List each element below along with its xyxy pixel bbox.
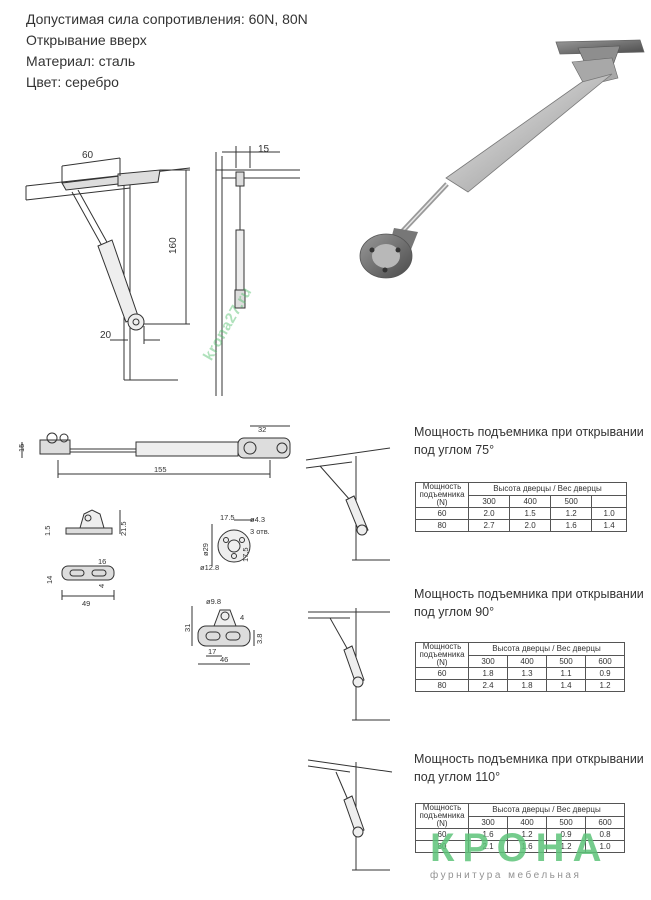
dim-clip-d: ø9.8 — [206, 597, 221, 606]
table-row: 60 2.0 1.5 1.2 1.0 — [415, 507, 627, 520]
table-col: 500 — [550, 494, 593, 508]
table-header-power: Мощность подъемника (N) — [415, 803, 469, 829]
bar-drawing — [21, 425, 291, 478]
table-col: 300 — [467, 494, 511, 508]
logo-tagline: фурнитура мебельная — [430, 870, 582, 881]
logo-word: КРОНА — [430, 826, 610, 870]
angle-diagram-90 — [308, 608, 390, 721]
dim-bracket-h1: 1.5 — [43, 526, 52, 536]
table-col: 600 — [585, 654, 625, 668]
power-table-75: Мощность подъемника (N) Высота дверцы / … — [415, 482, 627, 532]
table-header-door: Высота дверцы / Вес дверцы — [468, 642, 625, 656]
table-col: 500 — [546, 654, 586, 668]
table-col: 400 — [507, 654, 547, 668]
spec-resistance: Допустимая сила сопротивления: 60N, 80N — [26, 11, 308, 27]
table-header-door: Высота дверцы / Вес дверцы — [468, 482, 627, 496]
table-col — [591, 494, 627, 508]
section-title-75: Мощность подъемника при открывании под у… — [414, 425, 644, 457]
disc-mount-drawing — [211, 519, 254, 566]
spec-color: Цвет: серебро — [26, 74, 119, 90]
dim-bar-length: 155 — [154, 465, 167, 474]
dimension-labels: 60 160 20 15 — [82, 144, 270, 341]
dim-disc-175: 17.5 — [241, 547, 250, 562]
section-title-110: Мощность подъемника при открывании под у… — [414, 752, 644, 784]
table-row: 80 2.4 1.8 1.4 1.2 — [415, 679, 625, 692]
krona-logo: КРОНА фурнитура мебельная — [430, 828, 645, 881]
spec-list: Допустимая сила сопротивления: 60N, 80N … — [26, 9, 308, 93]
dim-bar-left: 15 — [17, 444, 26, 452]
dim-bracket-h2: 21.5 — [119, 521, 128, 536]
dim-clip-46: 46 — [220, 655, 228, 664]
clip-drawing — [191, 606, 255, 665]
table-row: 60 1.6 1.2 0.9 0.8 — [415, 828, 625, 841]
dim-side-height: 160 — [168, 237, 179, 254]
table-row: 60 1.8 1.3 1.1 0.9 — [415, 667, 625, 680]
dim-disc-a: 17.5 — [220, 513, 235, 522]
spec-opening: Открывание вверх — [26, 32, 147, 48]
spec-material: Материал: сталь — [26, 53, 136, 69]
gas-strut-photo — [359, 39, 645, 279]
dim-bar-right: 32 — [258, 425, 266, 434]
small-dimension-labels: 15 32 155 1.5 21.5 16 14 4 49 17.5 ø4.3 … — [17, 425, 270, 664]
table-header-power: Мощность подъемника (N) — [415, 482, 469, 508]
bracket-drawings — [61, 509, 121, 600]
table-header-power: Мощность подъемника (N) — [415, 642, 469, 668]
table-row: 80 2.1 1.6 1.2 1.0 — [415, 840, 625, 853]
section-title-90: Мощность подъемника при открывании под у… — [414, 587, 644, 619]
dim-disc-hole: ø4.3 — [250, 515, 265, 524]
dim-clip-h: 31 — [183, 624, 192, 632]
dim-side-bottom: 20 — [100, 330, 112, 341]
front-view-drawing — [215, 146, 300, 396]
dim-bracket-h4: 4 — [97, 584, 106, 588]
dim-clip-38: 3.8 — [255, 634, 264, 644]
dim-front-top: 15 — [258, 144, 270, 155]
dim-disc-d128: ø12.8 — [200, 563, 219, 572]
table-col: 300 — [468, 654, 508, 668]
table-header-door: Высота дверцы / Вес дверцы — [468, 803, 625, 817]
dim-disc-d29: ø29 — [201, 543, 210, 556]
dim-side-top: 60 — [82, 150, 94, 161]
side-view-drawing — [25, 157, 191, 381]
dim-disc-holes: 3 отв. — [250, 527, 270, 536]
table-col: 400 — [509, 494, 552, 508]
angle-diagram-110 — [307, 759, 393, 871]
dim-clip-17: 17 — [208, 647, 216, 656]
dim-bracket-w: 16 — [98, 557, 106, 566]
angle-diagram-75 — [305, 447, 391, 561]
dim-bracket-total: 49 — [82, 599, 90, 608]
power-table-110: Мощность подъемника (N) Высота дверцы / … — [415, 803, 625, 853]
dim-bracket-h3: 14 — [45, 576, 54, 584]
dim-clip-4: 4 — [240, 613, 244, 622]
power-table-90: Мощность подъемника (N) Высота дверцы / … — [415, 642, 625, 692]
table-row: 80 2.7 2.0 1.6 1.4 — [415, 519, 627, 532]
